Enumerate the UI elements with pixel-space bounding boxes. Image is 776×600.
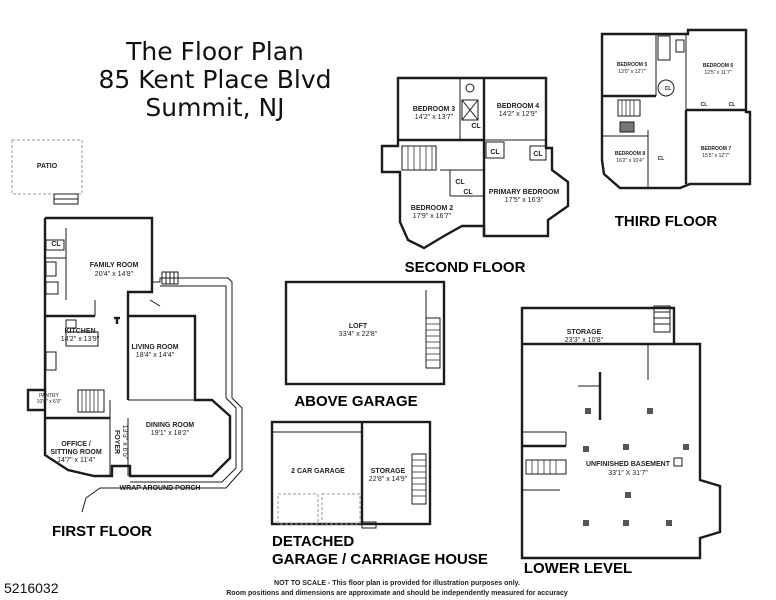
bedroom5-label: BEDROOM 5 [617,62,648,68]
title-line-3: Summit, NJ [145,93,284,122]
second-floor-caption: SECOND FLOOR [405,259,526,276]
two-car-garage-label: 2 CAR GARAGE [291,468,345,475]
bedroom6-dim: 12'5" x 11'7" [704,70,731,76]
disclaimer-line-1: NOT TO SCALE - This floor plan is provid… [274,580,520,587]
second-cl-4: CL [463,189,473,196]
basement-column [583,446,589,452]
garage-storage-label: STORAGE [371,468,406,475]
basement-column [647,408,653,414]
foyer-dim: 13'3" x 6'5" [121,425,128,460]
living-room-dim: 18'4" x 14'4" [136,352,175,359]
first-floor-plan: PATIO [11,139,243,540]
garage-storage-dim: 22'8" x 14'9" [369,476,408,483]
lower-level-caption: LOWER LEVEL [524,560,632,577]
first-floor-caption: FIRST FLOOR [52,523,152,540]
basement-column [583,520,589,526]
above-garage-plan: LOFT 33'4" x 22'8" ABOVE GARAGE [284,280,446,410]
third-floor-plan: BEDROOM 5 13'0" x 12'7" BEDROOM 6 12'5" … [600,28,752,230]
mls-number: 5216032 [4,580,59,596]
pantry-label: PANTRY [39,393,59,399]
bedroom4-dim: 14'2" x 12'9" [499,111,538,118]
second-floor-plan: BEDROOM 3 14'2" x 13'7" BEDROOM 4 14'2" … [380,76,570,276]
second-floor-stairs [401,145,437,171]
second-bath-tub [461,99,479,121]
third-cl-3: CL [729,102,736,108]
office-label-1: OFFICE / [61,441,91,448]
family-room-label: FAMILY ROOM [90,262,139,269]
third-floor-caption: THIRD FLOOR [615,213,718,230]
patio-label: PATIO [37,163,58,170]
bedroom7-dim: 15'5" x 12'7" [702,153,730,159]
above-garage-caption: ABOVE GARAGE [294,393,417,410]
lower-storage-dim: 23'3" x 10'8" [565,337,604,344]
garage-carriage-caption: GARAGE / CARRIAGE HOUSE [272,551,488,568]
third-cl-1: CL [665,86,672,92]
porch-label: WRAP AROUND PORCH [120,485,201,492]
loft-label: LOFT [349,323,368,330]
lower-stairs [525,459,567,475]
first-floor-stairs [77,389,105,413]
basement-column [623,444,629,450]
primary-bedroom-dim: 17'5" x 16'3" [505,197,544,204]
garage-stairs [411,453,427,505]
disclaimer-line-2: Room positions and dimensions are approx… [226,590,568,597]
detached-caption: DETACHED [272,533,354,550]
loft-dim: 33'4" x 22'8" [339,331,378,338]
bedroom2-dim: 17'9" x 16'7" [413,213,452,220]
bedroom3-dim: 14'2" x 13'7" [415,114,454,121]
office-dim: 14'7" x 11'4" [57,457,95,464]
basement-column [625,492,631,498]
foyer-label: FOYER [113,430,120,454]
plan-title: The Floor Plan 85 Kent Place Blvd Summit… [98,37,331,122]
patio-area [11,139,83,195]
bedroom8-dim: 16'2" x 10'4" [616,158,644,164]
loft-stairs [425,317,441,369]
first-cl-label: CL [51,241,61,248]
kitchen-dim: 14'2" x 13'9" [61,336,100,343]
bedroom6-label: BEDROOM 6 [703,63,734,69]
basement-column [623,520,629,526]
basement-dim: 33'1" X 31'7" [608,470,648,477]
kitchen-label: KITCHEN [64,328,95,335]
bedroom7-label: BEDROOM 7 [701,146,732,152]
living-room-label: LIVING ROOM [131,344,178,351]
lower-level-plan: STORAGE 23'3" x 10'8" UNFINISHED BASEMEN… [520,305,722,577]
family-room-dim: 20'4" x 14'8" [95,271,134,278]
detached-garage-plan: 2 CAR GARAGE STORAGE 22'8" x 14'9" DETAC… [270,420,488,568]
basement-column [683,444,689,450]
pantry-dim: 10'0" x 6'0" [37,399,62,405]
second-cl-5: CL [471,123,481,130]
second-cl-3: CL [455,179,465,186]
lower-storage-label: STORAGE [567,329,602,336]
third-cl-4: CL [658,156,665,162]
kitchen-island [65,331,99,347]
third-floor-stairs [617,99,641,117]
bedroom3-label: BEDROOM 3 [413,106,456,113]
office-label-2: SITTING ROOM [50,449,102,456]
loft-outline [284,280,446,386]
bedroom2-label: BEDROOM 2 [411,205,454,212]
third-cl-2: CL [701,102,708,108]
bedroom4-label: BEDROOM 4 [497,103,540,110]
second-cl-1: CL [490,149,500,156]
bedroom5-dim: 13'0" x 12'7" [618,69,646,75]
basement-column [666,520,672,526]
title-line-1: The Floor Plan [125,37,304,66]
dining-room-dim: 19'1" x 18'2" [151,430,190,437]
bedroom8-label: BEDROOM 8 [615,151,646,157]
basement-column [585,408,591,414]
second-cl-2: CL [533,151,543,158]
primary-bedroom-label: PRIMARY BEDROOM [489,189,560,196]
title-line-2: 85 Kent Place Blvd [98,65,331,94]
basement-label: UNFINISHED BASEMENT [586,461,671,468]
dining-room-label: DINING ROOM [146,422,194,429]
